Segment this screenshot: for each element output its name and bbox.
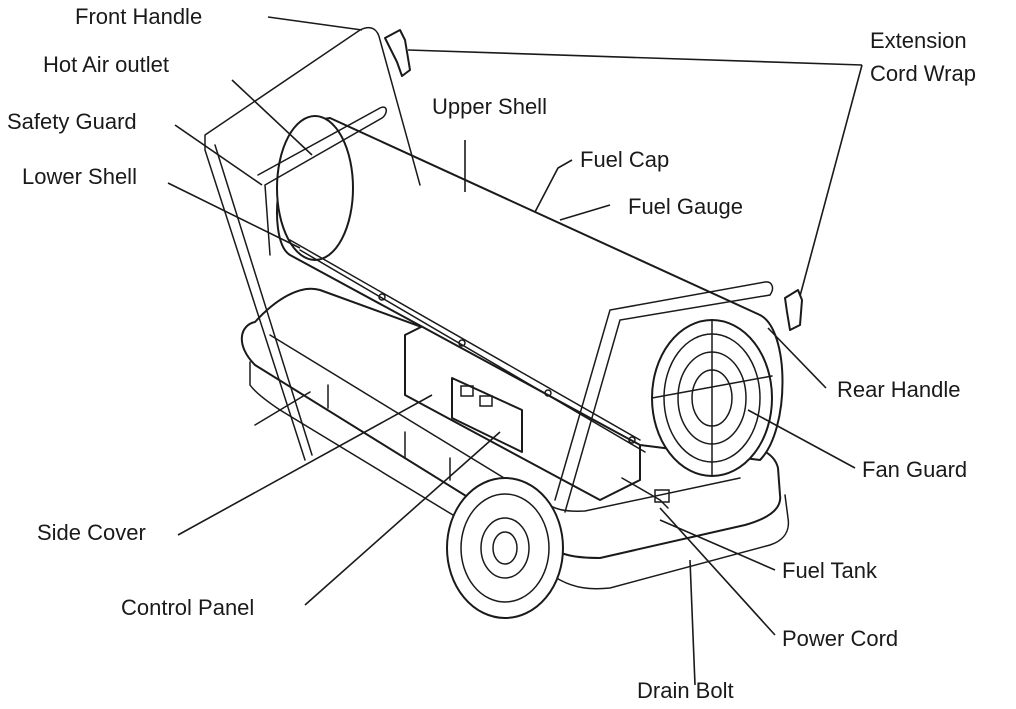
cord-wrap-front-drawing: [384, 29, 411, 77]
hot-air-outlet-drawing: [276, 115, 354, 261]
leader-fuel-gauge: [559, 204, 611, 221]
label-side-cover: Side Cover: [37, 520, 146, 545]
safety-guard-drawing: [257, 106, 387, 256]
label-fuel-gauge: Fuel Gauge: [628, 194, 743, 219]
label-front-handle: Front Handle: [75, 4, 203, 29]
leader-lines: [167, 16, 863, 686]
label-control-panel: Control Panel: [121, 595, 255, 620]
leader-power-cord: [659, 507, 776, 636]
leader-side-cover: [177, 394, 433, 536]
heater-illustration: [204, 26, 803, 619]
label-hot-air-outlet: Hot Air outlet: [43, 52, 169, 77]
leader-drain-bolt: [689, 559, 696, 686]
label-rear-handle: Rear Handle: [837, 377, 961, 402]
rear-handle-drawing: [554, 281, 774, 513]
leader-safety-guard: [174, 124, 263, 186]
label-fuel-cap: Fuel Cap: [580, 147, 670, 172]
label-safety-guard: Safety Guard: [7, 109, 137, 134]
label-power-cord: Power Cord: [782, 626, 899, 651]
leader-fan-guard: [747, 409, 856, 469]
leader-front-handle: [267, 16, 363, 31]
wheel-drawing: [446, 477, 564, 619]
leader-cord-wrap-rear: [799, 64, 863, 297]
leader-control-panel: [304, 431, 501, 606]
leader-rear-handle: [767, 327, 827, 389]
label-upper-shell: Upper Shell: [432, 94, 547, 119]
power-cord-drawing: [621, 477, 669, 509]
label-lower-shell: Lower Shell: [22, 164, 137, 189]
cord-wrap-rear-drawing: [784, 289, 803, 331]
leader-lower-shell: [167, 182, 301, 249]
leader-hot-air-outlet: [231, 79, 313, 156]
label-extension-cord-wrap-1: Extension: [870, 28, 967, 53]
label-fan-guard: Fan Guard: [862, 457, 968, 482]
label-drain-bolt: Drain Bolt: [637, 678, 734, 703]
label-fuel-tank: Fuel Tank: [782, 558, 877, 583]
leader-cord-wrap-front: [407, 49, 863, 66]
leader-fuel-cap: [534, 159, 573, 213]
label-extension-cord-wrap-2: Cord Wrap: [870, 61, 976, 86]
